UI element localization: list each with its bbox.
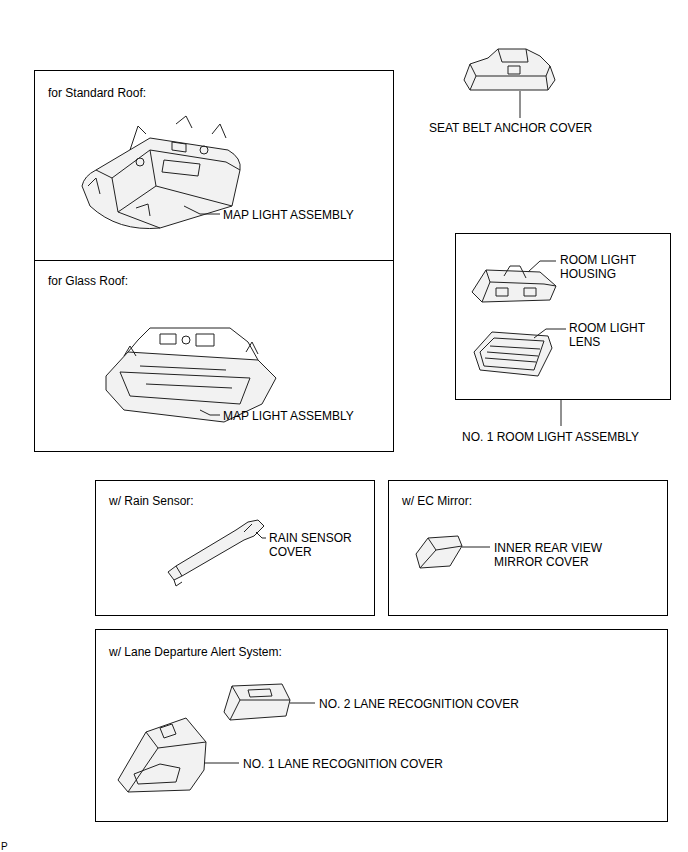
- part-name: RAIN SENSOR COVER: [269, 531, 369, 559]
- mirror-cover-drawing: [416, 536, 490, 568]
- variant-panel: for Glass Roof: MAP LIGHT ASSEMBLY: [34, 260, 394, 452]
- room-light-drawing: [472, 261, 566, 426]
- lane-cover-2-drawing: [224, 684, 315, 720]
- variant-panel: w/ Lane Departure Alert System: NO. 2 LAN…: [95, 629, 668, 822]
- part-name: NO. 1 LANE RECOGNITION COVER: [243, 757, 443, 771]
- assembly-panel: ROOM LIGHT HOUSINGROOM LIGHT LENSNO. 1 R…: [455, 233, 671, 400]
- rain-sensor-cover-drawing: [168, 520, 266, 586]
- part-name: MAP LIGHT ASSEMBLY: [223, 409, 354, 423]
- figure-code: P: [1, 840, 8, 852]
- panel-heading: w/ EC Mirror:: [402, 494, 472, 508]
- panel-heading: for Standard Roof:: [48, 86, 146, 100]
- part-name: NO. 1 ROOM LIGHT ASSEMBLY: [462, 430, 639, 444]
- panel-heading: w/ Lane Departure Alert System:: [109, 645, 282, 659]
- part-name: NO. 2 LANE RECOGNITION COVER: [319, 697, 519, 711]
- part-name: ROOM LIGHT LENS: [569, 321, 665, 349]
- part-name: MAP LIGHT ASSEMBLY: [223, 208, 354, 222]
- variant-panel: w/ Rain Sensor: RAIN SENSOR COVER: [95, 480, 375, 616]
- map-light-standard-drawing: [82, 116, 240, 229]
- part-name: ROOM LIGHT HOUSING: [560, 253, 660, 281]
- part-name: INNER REAR VIEW MIRROR COVER: [494, 541, 619, 569]
- part-name: SEAT BELT ANCHOR COVER: [429, 121, 592, 135]
- seat-belt-anchor-cover-drawing: [464, 49, 555, 118]
- variant-panel: w/ EC Mirror: INNER REAR VIEW MIRROR COVE…: [388, 480, 668, 616]
- map-light-glass-drawing: [106, 328, 276, 422]
- panel-heading: w/ Rain Sensor:: [109, 494, 194, 508]
- panel-heading: for Glass Roof:: [48, 274, 128, 288]
- variant-panel: for Standard Roof: MAP LIGHT ASSEMBLY: [34, 70, 394, 261]
- lane-cover-1-drawing: [118, 718, 239, 792]
